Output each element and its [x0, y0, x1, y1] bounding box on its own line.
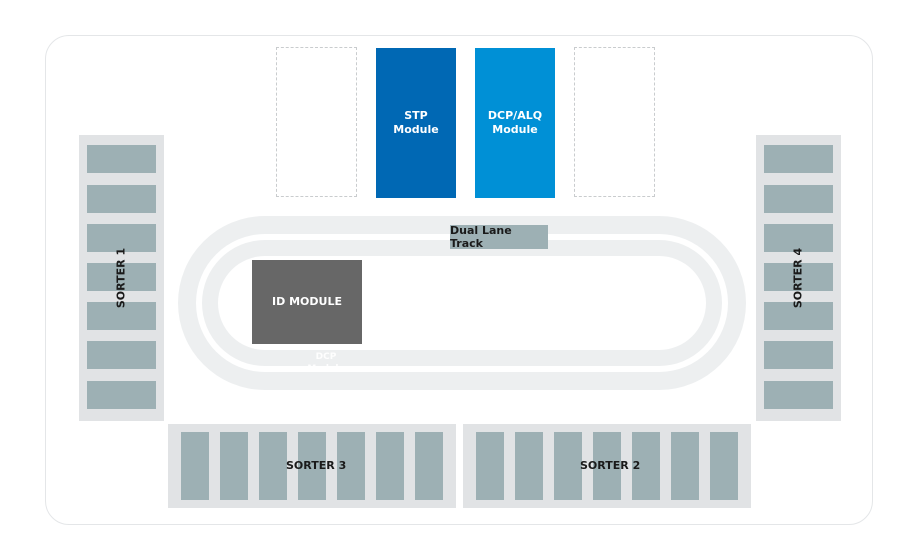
sorter-2-label: SORTER 2 [580, 459, 641, 472]
sorter-4-label: SORTER 4 [791, 247, 805, 309]
sorter-4-bin [764, 224, 833, 252]
sorter-3-bin [337, 432, 365, 500]
dcp-alq-module-subtitle: Module [492, 123, 538, 136]
sorter-2-bin [593, 432, 621, 500]
sorter-1-label: SORTER 1 [114, 247, 128, 309]
dual-lane-track-label: Dual Lane Track [450, 224, 548, 250]
sorter-3[interactable]: SORTER 3 [168, 424, 456, 508]
sorter-4-bin [764, 185, 833, 213]
dcp-module-ghost-label: DCP Module [296, 351, 356, 375]
dcp-ghost-line1: DCP [315, 352, 337, 362]
sorter-4-bin [764, 381, 833, 409]
sorter-4-bin [764, 145, 833, 173]
dcp-alq-module[interactable]: DCP/ALQ Module [475, 48, 555, 198]
stp-module-title: STP [404, 109, 428, 122]
sorter-2-bin [476, 432, 504, 500]
id-module[interactable]: ID MODULE [252, 260, 362, 344]
sorter-4-bin [764, 341, 833, 369]
sorter-3-bin [376, 432, 404, 500]
sorter-1-bin [87, 341, 156, 369]
empty-module-slot-right [574, 47, 655, 197]
empty-module-slot-left [276, 47, 357, 197]
sorter-3-bin [220, 432, 248, 500]
sorter-1-bin [87, 381, 156, 409]
sorter-2[interactable]: SORTER 2 [463, 424, 751, 508]
sorter-1-bin [87, 145, 156, 173]
sorter-2-bin [554, 432, 582, 500]
sorter-3-label: SORTER 3 [286, 459, 347, 472]
sorter-4-bin [764, 263, 833, 291]
sorter-1-bin [87, 302, 156, 330]
sorter-3-bin [259, 432, 287, 500]
sorter-4[interactable]: SORTER 4 [756, 135, 841, 421]
sorter-3-bin [415, 432, 443, 500]
sorter-2-bin [671, 432, 699, 500]
sorter-3-bin [298, 432, 326, 500]
sorter-3-bin [181, 432, 209, 500]
dcp-ghost-line2: Module [307, 364, 345, 374]
sorter-2-bin [632, 432, 660, 500]
sorter-2-bin [515, 432, 543, 500]
sorter-1[interactable]: SORTER 1 [79, 135, 164, 421]
id-module-label: ID MODULE [272, 295, 342, 308]
stp-module[interactable]: STP Module [376, 48, 456, 198]
sorter-1-bin [87, 263, 156, 291]
stp-module-subtitle: Module [393, 123, 439, 136]
sorter-1-bin [87, 224, 156, 252]
sorter-4-bin [764, 302, 833, 330]
dcp-alq-module-title: DCP/ALQ [487, 109, 543, 122]
sorter-2-bin [710, 432, 738, 500]
sorter-1-bin [87, 185, 156, 213]
